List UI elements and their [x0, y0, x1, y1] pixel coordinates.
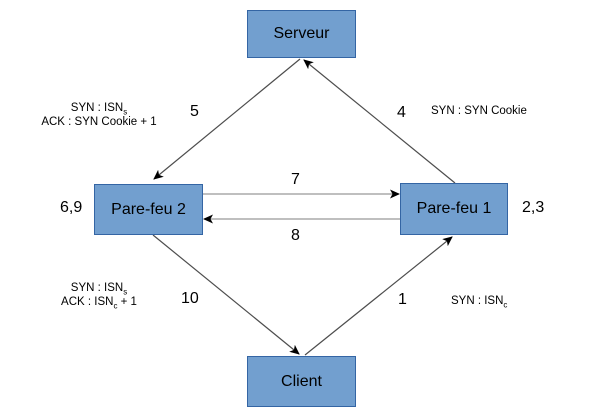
- step-number-6-9-pare-feu-2: 6,9: [60, 199, 83, 216]
- annotation-bottom-right: SYN : ISNc: [451, 295, 508, 310]
- arrow-serveur-to-pare-feu-2: [153, 58, 301, 180]
- step-number-8: 8: [291, 227, 300, 244]
- annotation-bottom-left: SYN : ISNs ACK : ISNc + 1: [33, 281, 165, 311]
- annotation-bottom-left-line2: ACK : ISNc + 1: [61, 296, 137, 311]
- node-pare-feu-2-label: Pare-feu 2: [111, 200, 186, 218]
- node-serveur: Serveur: [247, 10, 356, 58]
- node-client-label: Client: [281, 372, 322, 390]
- annotation-bottom-left-line1: SYN : ISNs: [70, 282, 128, 297]
- annotation-top-left-line2: ACK : SYN Cookie + 1: [41, 116, 157, 128]
- isn-subscript-s: s: [123, 287, 128, 297]
- arrow-pare-feu-2-to-client: [152, 234, 300, 355]
- step-number-7: 7: [291, 171, 300, 188]
- step-number-5: 5: [190, 103, 199, 120]
- isn-subscript-s: s: [123, 107, 128, 117]
- arrow-client-to-pare-feu-1: [304, 236, 453, 356]
- isn-subscript-c: c: [113, 301, 118, 311]
- node-serveur-label: Serveur: [273, 25, 330, 42]
- arrow-pare-feu-1-to-serveur: [303, 59, 456, 184]
- step-number-1: 1: [398, 291, 407, 308]
- step-number-10: 10: [181, 290, 199, 307]
- isn-subscript-c: c: [503, 300, 508, 310]
- annotation-top-left-line1: SYN : ISNs: [70, 102, 128, 117]
- step-number-2-3-pare-feu-1: 2,3: [522, 199, 545, 216]
- annotation-top-right: SYN : SYN Cookie: [431, 105, 527, 117]
- node-pare-feu-2: Pare-feu 2: [94, 184, 203, 235]
- node-client: Client: [247, 356, 356, 407]
- annotation-top-left: SYN : ISNs ACK : SYN Cookie + 1: [33, 101, 165, 129]
- step-number-4: 4: [397, 104, 406, 121]
- node-pare-feu-1-label: Pare-feu 1: [416, 200, 492, 217]
- node-pare-feu-1: Pare-feu 1: [400, 183, 508, 235]
